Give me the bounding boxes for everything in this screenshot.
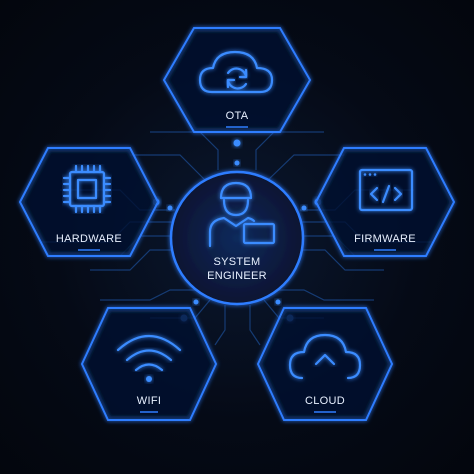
node-label-cloud: CLOUD bbox=[305, 395, 345, 407]
connector-dot-ota bbox=[233, 139, 241, 147]
node-label-ota: OTA bbox=[226, 110, 249, 122]
center-node[interactable]: SYSTEM ENGINEER bbox=[169, 170, 305, 306]
node-wifi[interactable]: WIFI bbox=[80, 307, 218, 421]
engineer-laptop-icon bbox=[208, 181, 280, 248]
code-window-icon bbox=[358, 168, 414, 212]
node-firmware[interactable]: FIRMWARE bbox=[314, 147, 456, 257]
cloud-upload-icon bbox=[288, 333, 362, 385]
node-ota[interactable]: OTA bbox=[162, 27, 312, 133]
chip-icon bbox=[62, 164, 112, 214]
node-hardware[interactable]: HARDWARE bbox=[18, 147, 160, 257]
center-label-line1: SYSTEM bbox=[213, 256, 260, 268]
node-label-hardware: HARDWARE bbox=[56, 233, 122, 245]
node-label-wifi: WIFI bbox=[137, 395, 161, 407]
node-label-firmware: FIRMWARE bbox=[354, 233, 416, 245]
wifi-icon bbox=[116, 335, 182, 382]
node-cloud[interactable]: CLOUD bbox=[256, 307, 394, 421]
sync-cloud-icon bbox=[198, 50, 274, 94]
center-label-line2: ENGINEER bbox=[207, 270, 267, 282]
